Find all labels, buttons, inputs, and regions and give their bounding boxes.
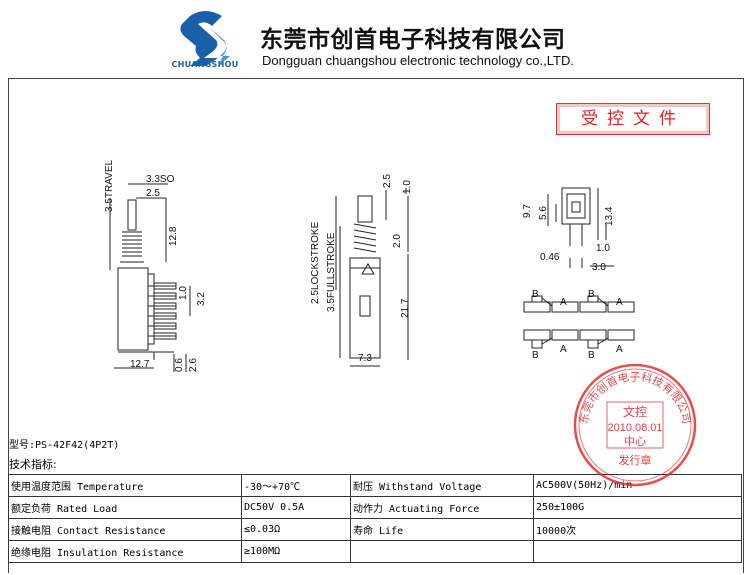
label-2-5-b: 2.5 bbox=[382, 174, 393, 188]
controlled-document-stamp-text: 受控文件 bbox=[581, 109, 685, 129]
label-3-2: 3.2 bbox=[196, 292, 207, 306]
company-logo bbox=[180, 11, 230, 66]
seal-date: 2010.08.01 bbox=[607, 422, 662, 434]
spec-cell: -30～+70℃ bbox=[241, 474, 351, 497]
label-travel: 3.5TRAVEL bbox=[104, 160, 115, 212]
header: CHUANGSHOU 东莞市创首电子科技有限公司 Dongguan chuang… bbox=[0, 0, 750, 78]
spec-table: 使用温度范围 Temperature -30～+70℃ 耐压 Withstand… bbox=[8, 474, 742, 563]
pin-b-3: B bbox=[588, 289, 595, 300]
spec-cell: 10000次 bbox=[533, 518, 742, 541]
seal-bottom-text: 中心 bbox=[624, 435, 646, 448]
label-12-8: 12.8 bbox=[168, 226, 179, 246]
label-7-3: 7.3 bbox=[358, 353, 372, 364]
label-fullstroke: 3.5FULLSTROKE bbox=[326, 232, 337, 312]
label-9-7: 9.7 bbox=[522, 204, 533, 218]
seal-foot-text: 发行章 bbox=[619, 453, 652, 467]
spec-cell: 250±100G bbox=[533, 496, 742, 519]
spec-cell bbox=[350, 540, 534, 563]
label-1-0-b: 1.0 bbox=[402, 180, 413, 194]
label-13-4: 13.4 bbox=[604, 206, 615, 226]
label-2-0: 2.0 bbox=[392, 234, 403, 248]
seal-top-text: 文控 bbox=[623, 404, 647, 419]
pin-a-4: A bbox=[616, 344, 623, 355]
spec-cell: ≥100MΩ bbox=[241, 540, 351, 563]
label-lockstroke: 2.5LOCKSTROKE bbox=[310, 221, 321, 304]
label-0-46: 0.46 bbox=[540, 252, 560, 263]
spec-cell: 耐压 Withstand Voltage bbox=[350, 474, 534, 497]
table-row: 接触电阻 Contact Resistance ≤0.03Ω 寿命 Life 1… bbox=[8, 518, 742, 541]
label-2-6: 2.6 bbox=[188, 358, 199, 372]
spec-cell: 额定负荷 Rated Load bbox=[8, 496, 242, 519]
label-2-5-a: 2.5 bbox=[146, 188, 160, 199]
pin-a-3: A bbox=[616, 297, 623, 308]
logo-text: CHUANGSHOU bbox=[171, 60, 239, 69]
model-number: 型号:PS-42F42(4P2T) bbox=[9, 440, 120, 451]
tech-spec-label: 技术指标: bbox=[9, 458, 57, 471]
company-name-en: Dongguan chuangshou electronic technolog… bbox=[262, 53, 574, 68]
label-0-6: 0.6 bbox=[174, 358, 185, 372]
pin-a-2: A bbox=[560, 344, 567, 355]
company-name-cn: 东莞市创首电子科技有限公司 bbox=[260, 27, 566, 53]
label-12-7: 12.7 bbox=[130, 359, 150, 370]
pin-b-2: B bbox=[532, 350, 539, 361]
pin-a-1: A bbox=[560, 297, 567, 308]
spec-cell: 接触电阻 Contact Resistance bbox=[8, 518, 242, 541]
label-21-7: 21.7 bbox=[400, 298, 411, 318]
spec-cell: ≤0.03Ω bbox=[241, 518, 351, 541]
pin-b-1: B bbox=[532, 289, 539, 300]
official-seal: 东莞市创首电子科技有限公司 文控 2010.08.01 中心 发行章 bbox=[573, 363, 697, 487]
label-5-6: 5.6 bbox=[538, 206, 549, 220]
table-row: 绝缘电阻 Insulation Resistance ≥100MΩ bbox=[8, 540, 742, 563]
table-row: 额定负荷 Rated Load DC50V 0.5A 动作力 Actuating… bbox=[8, 496, 742, 519]
label-1-0-c: 1.0 bbox=[596, 243, 610, 254]
drawing-frame bbox=[8, 78, 744, 573]
label-3-0: 3.0 bbox=[592, 262, 606, 273]
pin-b-4: B bbox=[588, 350, 595, 361]
spec-cell: 动作力 Actuating Force bbox=[350, 496, 534, 519]
spec-cell: DC50V 0.5A bbox=[241, 496, 351, 519]
controlled-document-stamp: 受控文件 bbox=[556, 103, 710, 135]
spec-cell: 寿命 Life bbox=[350, 518, 534, 541]
spec-cell: 绝缘电阻 Insulation Resistance bbox=[8, 540, 242, 563]
label-1-0-a: 1.0 bbox=[178, 286, 189, 300]
label-3-3so: 3.3SO bbox=[146, 174, 175, 185]
spec-cell: 使用温度范围 Temperature bbox=[8, 474, 242, 497]
spec-cell bbox=[533, 540, 742, 563]
